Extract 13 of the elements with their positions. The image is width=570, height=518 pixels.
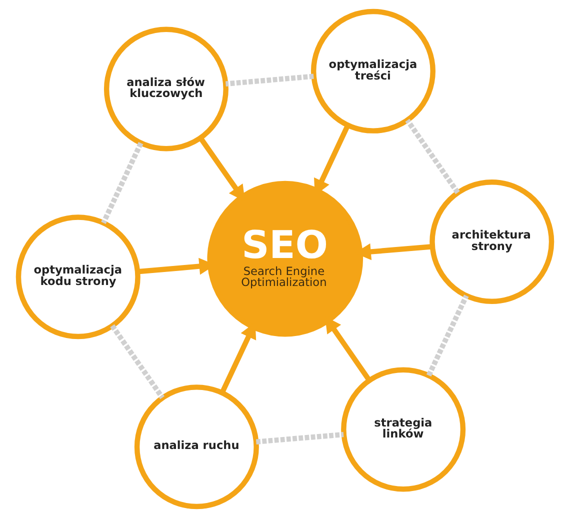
node-circle: SEO Search Engine Optimialization: [207, 180, 364, 337]
connector: [101, 142, 144, 224]
node-circle: architektura strony: [430, 180, 554, 304]
connector: [426, 294, 469, 377]
connector: [110, 324, 165, 400]
node-circle: optymalizacja kodu strony: [16, 214, 140, 340]
node-circle: analiza ruchu: [134, 384, 259, 510]
connector: [405, 118, 460, 194]
node-circle: strategia linków: [341, 367, 466, 492]
node-circle: analiza słów kluczowych: [104, 26, 228, 152]
node-circle: optymalizacja treści: [310, 8, 436, 134]
connector: [256, 432, 344, 444]
connector: [226, 74, 314, 86]
